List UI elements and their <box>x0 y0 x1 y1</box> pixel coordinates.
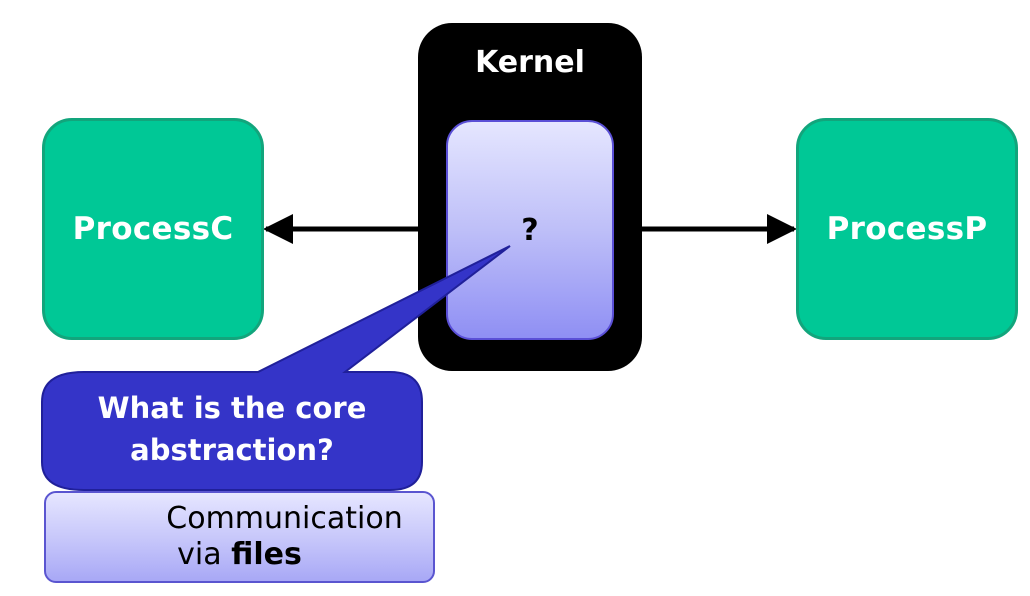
callout-text: What is the core abstraction? <box>42 387 422 471</box>
answer-line-2-bold: files <box>231 537 302 572</box>
process-p-box: ProcessP <box>796 118 1018 340</box>
process-p-label: ProcessP <box>826 211 988 247</box>
answer-box: Communication via files <box>44 491 435 583</box>
callout-bubble <box>41 245 511 491</box>
callout-line-2: abstraction? <box>130 433 334 467</box>
kernel-inner-box: ? <box>446 120 614 340</box>
answer-line-1: Communication <box>166 501 403 536</box>
answer-line-2: via files <box>46 537 433 573</box>
kernel-question-mark: ? <box>521 212 539 248</box>
process-c-label: ProcessC <box>72 211 234 247</box>
process-c-box: ProcessC <box>42 118 264 340</box>
callout-line-1: What is the core <box>97 391 367 425</box>
kernel-title: Kernel <box>475 45 585 80</box>
answer-line-2-prefix: via <box>177 537 232 572</box>
